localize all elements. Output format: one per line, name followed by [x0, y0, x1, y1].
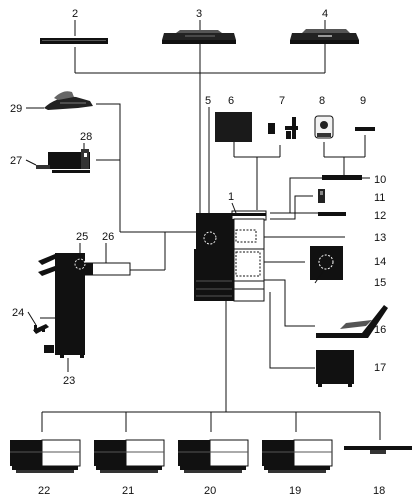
bypass-tray: [316, 305, 388, 338]
callout-numbers: 2 3 4 5 6 7 8 9 1 10 11 12 13 14 15 16 1…: [10, 8, 386, 497]
mount-kit: [322, 175, 362, 180]
callout-18: 18: [373, 485, 385, 497]
desk-21: [94, 439, 165, 473]
callout-24: 24: [12, 307, 24, 319]
desk-18: [344, 446, 412, 454]
callout-5: 5: [205, 95, 211, 107]
callout-7: 7: [279, 95, 285, 107]
original-cover: [40, 38, 108, 44]
desk-22: [10, 439, 81, 473]
callout-6: 6: [228, 95, 234, 107]
callout-13: 13: [374, 232, 386, 244]
authentication-unit-biometric: [314, 115, 334, 139]
callout-8: 8: [319, 95, 325, 107]
callout-20: 20: [204, 485, 216, 497]
authentication-unit-ic-card: [355, 127, 375, 131]
callout-22: 22: [38, 485, 50, 497]
callout-15: 15: [374, 277, 386, 289]
desk-20: [178, 439, 249, 473]
desk-19: [262, 439, 333, 473]
working-table: [215, 112, 252, 142]
callout-14: 14: [374, 256, 386, 268]
large-capacity-unit: [316, 350, 354, 387]
document-feeder-3: [162, 30, 236, 44]
callout-12: 12: [374, 210, 386, 222]
callout-27: 27: [10, 155, 22, 167]
callout-17: 17: [374, 362, 386, 374]
fax-kit: [310, 246, 343, 280]
callout-28: 28: [80, 131, 92, 143]
callout-3: 3: [196, 8, 202, 20]
callout-29: 29: [10, 103, 22, 115]
callout-19: 19: [289, 485, 301, 497]
callout-25: 25: [76, 231, 88, 243]
saddle-kit: [33, 324, 49, 334]
callout-16: 16: [374, 324, 386, 336]
job-separator: [44, 91, 93, 110]
callout-2: 2: [72, 8, 78, 20]
keyboard-holder-parts: [268, 117, 298, 139]
callout-4: 4: [322, 8, 328, 20]
callout-26: 26: [102, 231, 114, 243]
callout-21: 21: [122, 485, 134, 497]
callout-1: 1: [228, 191, 234, 203]
callout-11: 11: [374, 192, 385, 204]
document-feeder-4: [290, 29, 359, 44]
finisher-small: [36, 149, 90, 173]
finisher-large: [38, 253, 131, 358]
main-unit: [194, 210, 267, 302]
callout-10: 10: [374, 174, 386, 186]
callout-23: 23: [63, 375, 75, 387]
callout-9: 9: [360, 95, 366, 107]
connector-lines: [40, 44, 381, 440]
callout-leaders: [25, 20, 326, 372]
local-interface-kit: [318, 189, 325, 203]
upgrade-kit: [318, 212, 346, 216]
